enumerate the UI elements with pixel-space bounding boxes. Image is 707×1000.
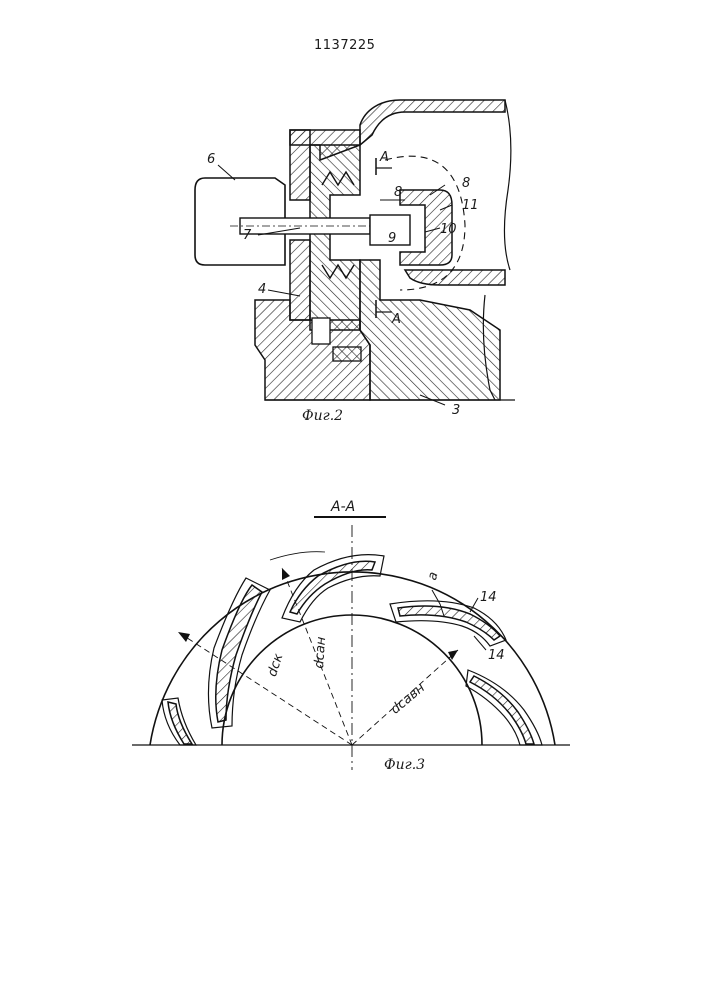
callout-14-bottom: 14 xyxy=(488,648,505,663)
vane-5 xyxy=(162,698,196,745)
vane-2 xyxy=(282,555,384,622)
dimension-dsan: dсан xyxy=(312,636,329,669)
vane-4 xyxy=(466,670,542,745)
figure-3-caption: Фиг.3 xyxy=(384,757,425,773)
callout-14-top: 14 xyxy=(480,590,497,605)
